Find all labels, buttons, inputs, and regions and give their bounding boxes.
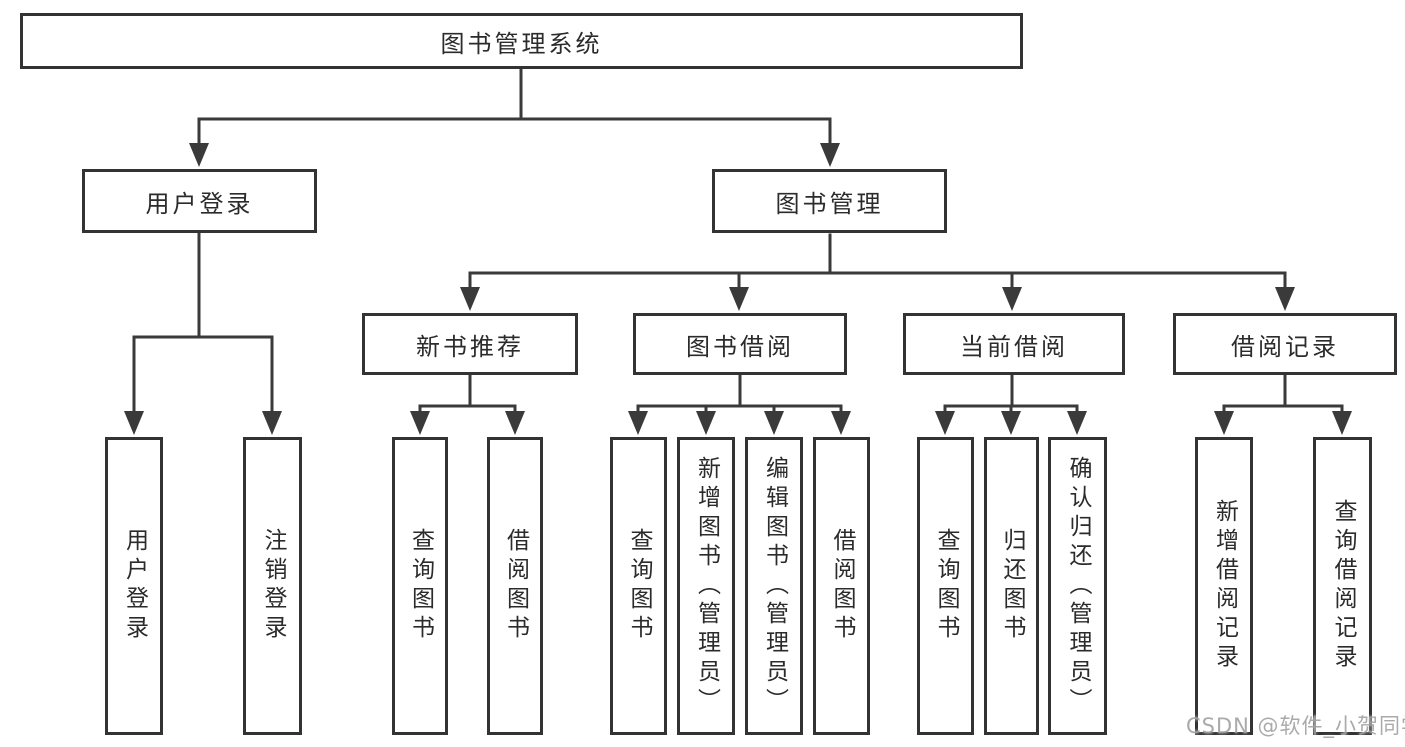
node-root-system: 图书管理系统 <box>20 13 1023 69</box>
node-label: 新增借阅记录 <box>1211 499 1238 673</box>
leaf-query-books-3: 查询图书 <box>917 437 974 735</box>
node-label: 确认归还（管理员） <box>1065 455 1091 717</box>
leaf-logout: 注销登录 <box>243 437 302 735</box>
arrowhead-icon <box>831 411 851 435</box>
node-current-borrowing: 当前借阅 <box>903 313 1125 375</box>
leaf-query-books-1: 查询图书 <box>392 437 448 735</box>
node-new-book-recommend: 新书推荐 <box>362 313 578 375</box>
leaf-confirm-return-admin: 确认归还（管理员） <box>1048 437 1107 735</box>
node-label: 新增图书（管理员） <box>693 455 720 717</box>
arrowhead-icon <box>1332 411 1352 435</box>
node-label: 查询图书 <box>626 528 652 644</box>
arrowhead-icon <box>1001 411 1021 435</box>
arrowhead-icon <box>1275 287 1295 311</box>
node-label: 用户登录 <box>121 528 148 644</box>
node-user-login: 用户登录 <box>82 169 317 233</box>
node-borrow-records: 借阅记录 <box>1173 313 1397 375</box>
arrowhead-icon <box>1067 411 1087 435</box>
connector-arrowheads-user-login <box>124 411 282 435</box>
connector-line <box>636 404 843 416</box>
leaf-return-books: 归还图书 <box>984 437 1039 735</box>
leaf-query-borrow-record: 查询借阅记录 <box>1313 437 1372 735</box>
node-label: 图书管理系统 <box>440 29 603 58</box>
arrowhead-icon <box>1214 411 1234 435</box>
node-book-borrowing: 图书借阅 <box>633 313 847 375</box>
arrowhead-icon <box>410 411 430 435</box>
leaf-add-borrow-record: 新增借阅记录 <box>1195 437 1253 735</box>
node-label: 查询图书 <box>407 528 434 644</box>
node-label: 图书管理 <box>775 189 884 218</box>
arrowhead-icon <box>460 287 480 311</box>
node-label: 查询图书 <box>933 528 959 644</box>
connector-arrowheads-leaves <box>410 411 1352 435</box>
leaf-edit-books-admin: 编辑图书（管理员） <box>745 437 803 735</box>
leaf-add-books-admin: 新增图书（管理员） <box>677 437 735 735</box>
node-label: 归还图书 <box>999 528 1025 644</box>
connector-book-mgmt-children <box>468 233 1287 293</box>
node-label: 借阅记录 <box>1231 332 1339 361</box>
arrowhead-icon <box>262 411 282 435</box>
node-label: 当前借阅 <box>960 332 1068 361</box>
node-label: 用户登录 <box>145 189 254 218</box>
connector-arrowheads-level3 <box>460 287 1295 311</box>
node-label: 编辑图书（管理员） <box>761 455 788 717</box>
node-label: 借阅图书 <box>502 528 529 644</box>
arrowhead-icon <box>189 143 209 167</box>
node-label: 查询借阅记录 <box>1330 499 1356 673</box>
node-label: 图书借阅 <box>686 332 794 361</box>
node-book-management: 图书管理 <box>712 169 947 233</box>
arrowhead-icon <box>628 411 648 435</box>
arrowhead-icon <box>505 411 525 435</box>
connector-line <box>197 117 832 149</box>
node-label: 新书推荐 <box>416 332 524 361</box>
arrowhead-icon <box>820 143 840 167</box>
connector-line <box>468 271 1287 293</box>
connector-line <box>418 404 517 416</box>
leaf-user-login: 用户登录 <box>105 437 163 735</box>
leaf-borrow-books-1: 借阅图书 <box>487 437 543 735</box>
leaf-query-books-2: 查询图书 <box>610 437 667 735</box>
node-label: 注销登录 <box>260 528 286 644</box>
arrowhead-icon <box>935 411 955 435</box>
connector-line <box>1222 404 1344 416</box>
node-label: 借阅图书 <box>829 528 855 644</box>
connector-arrowheads-level2 <box>189 143 840 167</box>
connector-line <box>132 335 274 416</box>
connector-level3-to-leaves <box>418 373 1344 416</box>
csdn-watermark: CSDN @软件_小贺同学 <box>1186 714 1405 738</box>
connector-root-to-level2 <box>197 67 832 149</box>
arrowhead-icon <box>1002 287 1022 311</box>
arrowhead-icon <box>124 411 144 435</box>
connector-user-login-children <box>132 231 274 416</box>
leaf-borrow-books-2: 借阅图书 <box>813 437 870 735</box>
arrowhead-icon <box>764 411 784 435</box>
arrowhead-icon <box>696 411 716 435</box>
arrowhead-icon <box>729 287 749 311</box>
